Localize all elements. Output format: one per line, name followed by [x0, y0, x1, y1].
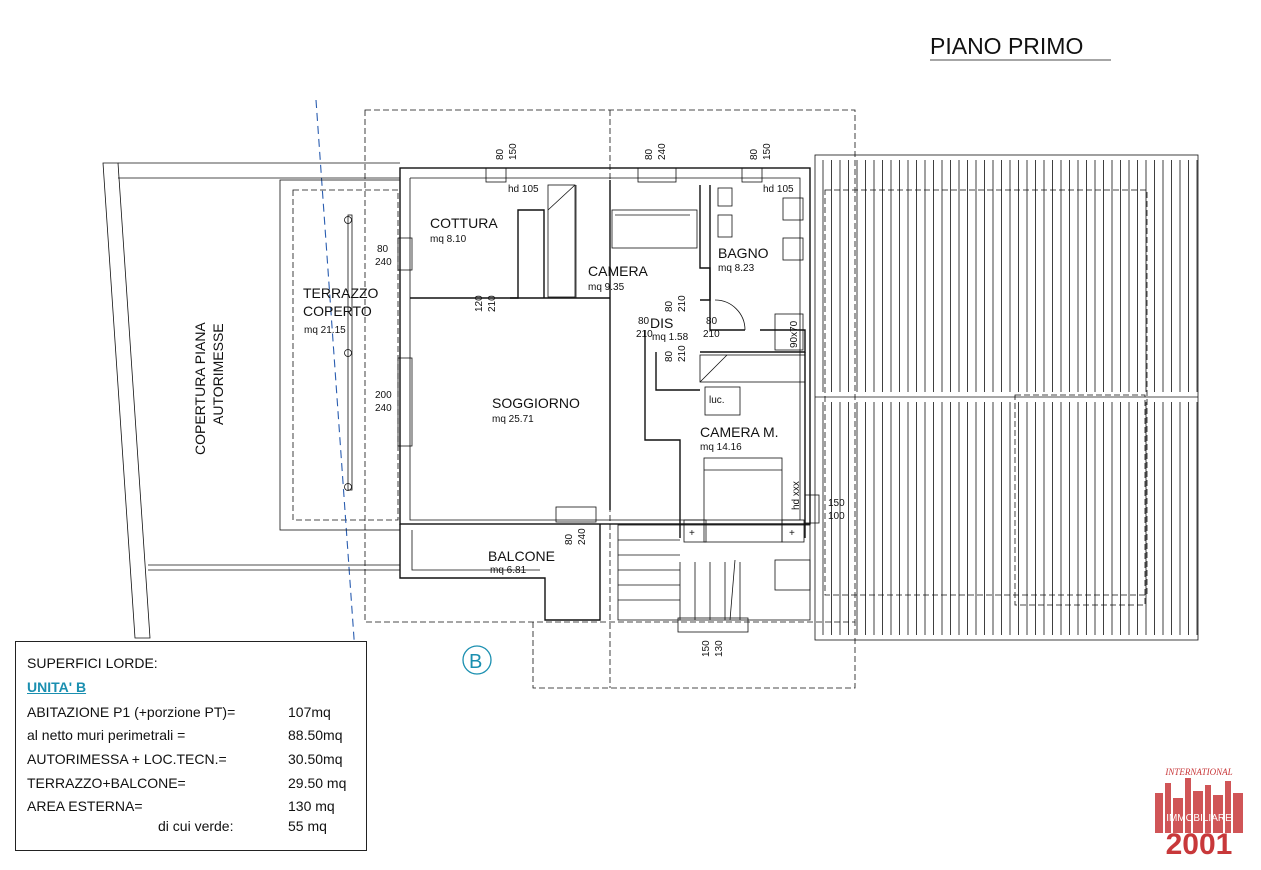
legend-row-value: 107mq — [288, 704, 331, 720]
svg-text:+: + — [789, 528, 795, 539]
room-name-terrazzo-2: COPERTO — [303, 303, 372, 319]
room-name-dis: DIS — [650, 315, 673, 331]
copertura-label-1: COPERTURA PIANA — [192, 322, 208, 455]
unit-marker: B — [462, 645, 492, 675]
hd-label-b: hd 105 — [763, 184, 794, 195]
room-name-cottura: COTTURA — [430, 215, 498, 231]
svg-text:80: 80 — [644, 148, 655, 160]
svg-text:130: 130 — [714, 640, 725, 657]
svg-text:150: 150 — [762, 143, 773, 160]
legend-row-label: al netto muri perimetrali = — [27, 727, 186, 743]
svg-text:200: 200 — [375, 390, 392, 401]
terrace — [279, 179, 401, 531]
svg-text:80: 80 — [564, 533, 575, 545]
copertura-label-2: AUTORIMESSE — [210, 323, 226, 425]
unit-marker-letter: B — [469, 651, 482, 673]
room-area-bagno: mq 8.23 — [718, 263, 755, 274]
svg-text:80: 80 — [495, 148, 506, 160]
room-name-bagno: BAGNO — [718, 245, 769, 261]
room-name-terrazzo-1: TERRAZZO — [303, 285, 379, 301]
logo-line1: INTERNATIONAL — [1164, 767, 1232, 777]
legend-row-value: 130 mq — [288, 798, 335, 814]
legend-row-label: AREA ESTERNA= — [27, 798, 143, 814]
room-name-balcone: BALCONE — [488, 548, 555, 564]
svg-text:150: 150 — [701, 640, 712, 657]
windows — [397, 167, 820, 633]
legend-row-value: 30.50mq — [288, 751, 343, 767]
hd-label-a: hd 105 — [508, 184, 539, 195]
legend-unit-link[interactable]: UNITA' B — [27, 679, 87, 695]
svg-text:150: 150 — [828, 498, 845, 509]
room-area-terrazzo: mq 21.15 — [304, 325, 346, 336]
svg-text:80: 80 — [706, 316, 718, 327]
svg-text:150: 150 — [508, 143, 519, 160]
svg-text:240: 240 — [657, 143, 668, 160]
legend-title: SUPERFICI LORDE: — [27, 655, 158, 671]
room-name-soggiorno: SOGGIORNO — [492, 395, 580, 411]
svg-text:80: 80 — [664, 300, 675, 312]
room-area-camera: mq 9.35 — [588, 282, 625, 293]
svg-text:210: 210 — [487, 295, 498, 312]
svg-text:210: 210 — [677, 295, 688, 312]
room-area-dis: mq 1.58 — [652, 332, 689, 343]
svg-text:120: 120 — [474, 295, 485, 312]
room-area-balcone: mq 6.81 — [490, 565, 527, 576]
legend-row-label: TERRAZZO+BALCONE= — [27, 775, 186, 791]
legend-row-value: 29.50 mq — [288, 775, 347, 791]
dimension-labels: 80 150 80 240 80 150 80 240 120 210 200 … — [375, 143, 845, 657]
legend-row-value: 88.50mq — [288, 727, 343, 743]
room-area-cottura: mq 8.10 — [430, 234, 467, 245]
luc-label: luc. — [709, 395, 725, 406]
svg-text:80: 80 — [638, 316, 650, 327]
room-area-camera-m: mq 14.16 — [700, 442, 742, 453]
roof-hatching — [814, 154, 1199, 641]
legend-row-label: di cui verde: — [158, 818, 234, 834]
svg-text:80: 80 — [377, 244, 389, 255]
svg-text:80: 80 — [664, 350, 675, 362]
single-bed — [611, 209, 698, 249]
svg-text:80: 80 — [749, 148, 760, 160]
svg-text:240: 240 — [375, 257, 392, 268]
room-name-camera-m: CAMERA M. — [700, 424, 779, 440]
svg-text:210: 210 — [677, 345, 688, 362]
room-area-soggiorno: mq 25.71 — [492, 414, 534, 425]
room-name-camera: CAMERA — [588, 263, 649, 279]
staircase — [617, 524, 811, 621]
logo-line3: 2001 — [1166, 828, 1233, 855]
svg-text:100: 100 — [828, 511, 845, 522]
agency-logo: INTERNATIONAL IMMOBILIARE 2001 — [1155, 767, 1243, 855]
svg-text:210: 210 — [703, 329, 720, 340]
bathroom-fixtures — [714, 187, 804, 351]
flat-roof — [102, 162, 400, 639]
legend-row-label: AUTORIMESSA + LOC.TECN.= — [27, 751, 227, 767]
page-title: PIANO PRIMO — [930, 33, 1083, 59]
svg-text:240: 240 — [375, 403, 392, 414]
svg-text:240: 240 — [577, 528, 588, 545]
hd-label-c: hd xxx — [791, 481, 802, 510]
balcony — [399, 506, 601, 621]
surface-legend: SUPERFICI LORDE: UNITA' B ABITAZIONE P1 … — [15, 641, 367, 851]
shower-label: 90x70 — [789, 320, 800, 348]
axis-line — [315, 99, 359, 696]
svg-text:+: + — [689, 528, 695, 539]
legend-row-value: 55 mq — [288, 818, 327, 834]
legend-row-label: ABITAZIONE P1 (+porzione PT)= — [27, 704, 236, 720]
svg-text:210: 210 — [636, 329, 653, 340]
logo-line2: IMMOBILIARE — [1166, 813, 1232, 824]
double-bed: + + — [683, 457, 805, 543]
